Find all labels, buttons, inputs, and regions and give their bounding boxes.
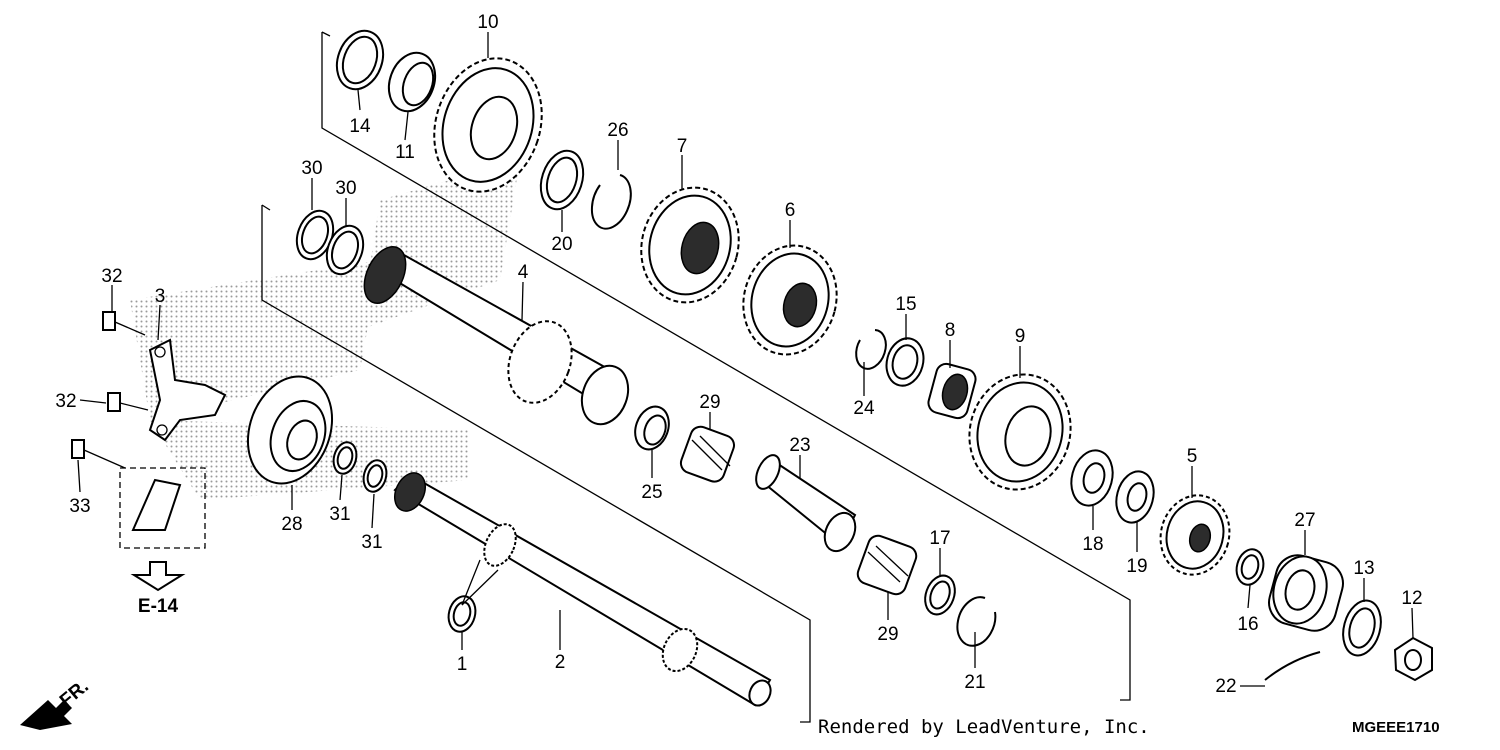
callout-21[interactable]: 21 (964, 672, 985, 693)
callout-18[interactable]: 18 (1082, 534, 1103, 555)
callout-6[interactable]: 6 (785, 200, 796, 221)
callout-10[interactable]: 10 (477, 12, 498, 33)
callout-31-b[interactable]: 31 (361, 532, 382, 553)
part-21-circlip[interactable] (956, 596, 997, 647)
part-28-bearing[interactable] (234, 365, 347, 496)
callout-30-a[interactable]: 30 (301, 158, 322, 179)
callout-29-a[interactable]: 29 (699, 392, 720, 413)
part-3-stopper-plate[interactable] (148, 338, 227, 442)
callout-2[interactable]: 2 (555, 652, 566, 673)
part-22-circlip[interactable] (1264, 651, 1321, 681)
callout-27[interactable]: 27 (1294, 510, 1315, 531)
reference-arrow (130, 561, 186, 592)
callout-8[interactable]: 8 (945, 320, 956, 341)
callout-33[interactable]: 33 (69, 496, 90, 517)
part-32-bolt-b[interactable] (107, 392, 149, 412)
part-32-bolt-a[interactable] (102, 311, 146, 336)
callout-1[interactable]: 1 (457, 654, 468, 675)
callout-15[interactable]: 15 (895, 294, 916, 315)
part-2-mainshaft[interactable] (389, 468, 775, 709)
callout-32-a[interactable]: 32 (101, 266, 122, 287)
callout-31-a[interactable]: 31 (329, 504, 350, 525)
part-25-bushing[interactable] (629, 402, 674, 454)
part-20-washer[interactable] (534, 145, 591, 214)
callout-25[interactable]: 25 (641, 482, 662, 503)
callout-9[interactable]: 9 (1015, 326, 1026, 347)
callout-24[interactable]: 24 (853, 398, 875, 419)
callout-26[interactable]: 26 (607, 120, 628, 141)
assembly-frames (119, 31, 1131, 723)
callout-labels: 10 14 11 26 7 20 6 30 30 4 32 3 15 8 9 2… (55, 12, 1422, 697)
callout-5[interactable]: 5 (1187, 446, 1198, 467)
part-7-gear[interactable] (629, 177, 752, 314)
callout-23[interactable]: 23 (789, 435, 810, 456)
callout-11[interactable]: 11 (395, 142, 415, 163)
part-15-washer[interactable] (881, 334, 928, 390)
part-8-bearing[interactable] (926, 362, 978, 421)
part-10-gear[interactable] (418, 44, 559, 205)
part-29-needle-bearing-a[interactable] (678, 424, 737, 484)
part-14-circlip[interactable] (329, 24, 391, 95)
callout-17[interactable]: 17 (929, 528, 950, 549)
diagram-code: MGEEE1710 (1352, 719, 1440, 736)
callout-32-b[interactable]: 32 (55, 391, 76, 412)
part-26-circlip[interactable] (590, 174, 632, 230)
part-17-washer[interactable] (920, 571, 960, 618)
callout-19[interactable]: 19 (1126, 556, 1147, 577)
part-5-gear[interactable] (1152, 488, 1238, 583)
part-12-nut[interactable] (1393, 636, 1433, 682)
part-27-bearing[interactable] (1264, 550, 1348, 635)
callout-16[interactable]: 16 (1237, 614, 1258, 635)
part-23-collar[interactable] (751, 451, 861, 556)
callout-13[interactable]: 13 (1353, 558, 1374, 579)
part-31-washer-b[interactable] (360, 458, 390, 495)
part-30-washer-b[interactable] (320, 221, 369, 280)
callout-29-b[interactable]: 29 (877, 624, 898, 645)
part-13-washer[interactable] (1337, 596, 1386, 659)
part-33-bolt[interactable] (71, 439, 126, 469)
part-18-washer[interactable] (1065, 446, 1118, 510)
part-19-washer[interactable] (1111, 467, 1159, 527)
leader-lines (77, 32, 1414, 687)
callout-22[interactable]: 22 (1215, 676, 1236, 697)
callout-20[interactable]: 20 (551, 234, 572, 255)
part-31-washer-a[interactable] (330, 440, 360, 477)
stopper-arm (131, 478, 182, 531)
part-11-bushing[interactable] (381, 46, 443, 117)
part-29-needle-bearing-b[interactable] (855, 533, 919, 597)
part-4-shaft-gear[interactable] (356, 240, 636, 431)
part-9-gear[interactable] (957, 363, 1084, 501)
part-16-washer[interactable] (1233, 546, 1267, 588)
callout-4[interactable]: 4 (518, 262, 529, 283)
reference-e14[interactable]: E-14 (138, 596, 179, 617)
direction-arrow-icon (20, 700, 72, 730)
callout-14[interactable]: 14 (349, 116, 371, 137)
callout-28[interactable]: 28 (281, 514, 302, 535)
callout-7[interactable]: 7 (677, 136, 688, 157)
callout-30-b[interactable]: 30 (335, 178, 356, 199)
part-6-gear[interactable] (731, 235, 848, 365)
callout-12[interactable]: 12 (1401, 588, 1422, 609)
callout-3[interactable]: 3 (155, 286, 166, 307)
credit-text: Rendered by LeadVenture, Inc. (818, 716, 1150, 738)
part-24-circlip[interactable] (855, 329, 887, 370)
part-1-washer[interactable] (445, 593, 479, 635)
